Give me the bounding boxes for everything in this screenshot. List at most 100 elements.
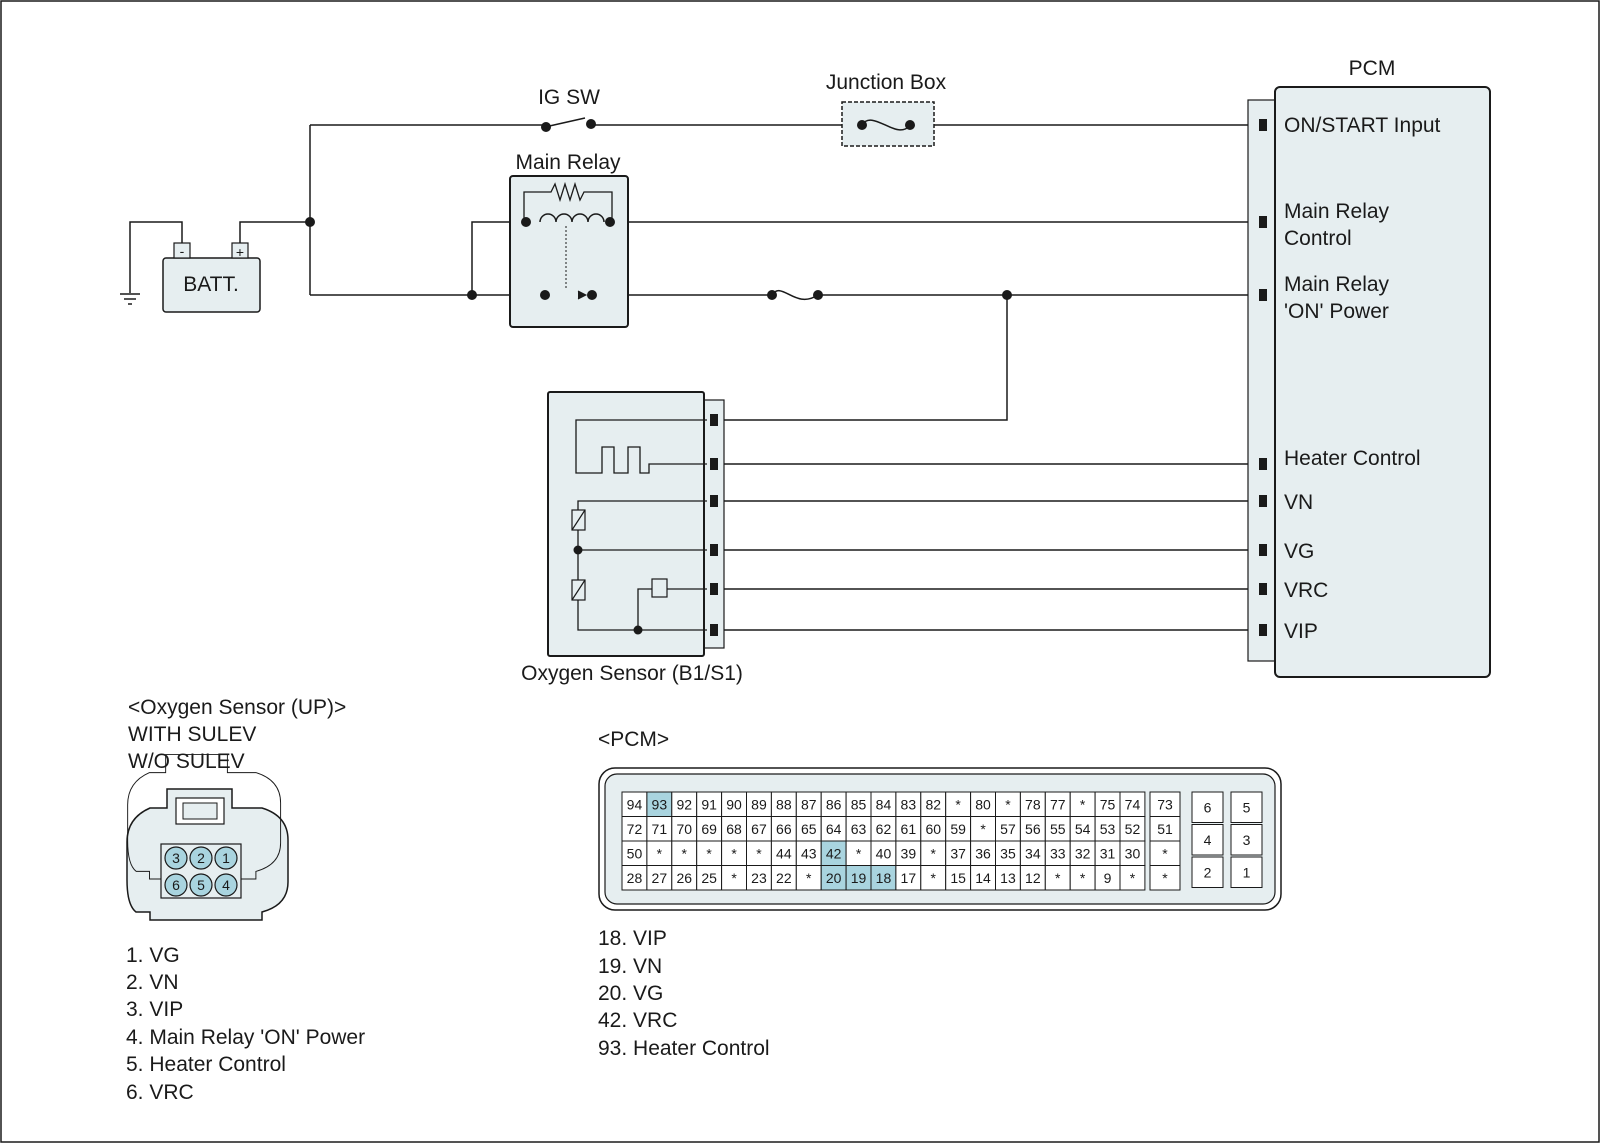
junction-box: Junction Box [826, 71, 947, 147]
pcm-connector-legend: 18. VIP 19. VN 20. VG 42. VRC 93. Heater… [598, 927, 770, 1060]
o2-vrc-internal [637, 588, 652, 630]
relay-resistor-icon [523, 181, 613, 222]
pcm-cell-label-r0-c16: 78 [1025, 796, 1041, 812]
pcm-cell-label-r2-c18: 32 [1075, 845, 1091, 861]
pcm-cell-label-r1-c5: 67 [751, 821, 767, 837]
o2-pin-3 [164, 846, 188, 870]
pcm-cell-label-r0-c1: 93 [652, 796, 668, 812]
o2-legend-4: 4. Main Relay 'ON' Power [126, 1026, 365, 1049]
pcm-cell-label-r0-c8: 86 [826, 796, 842, 812]
pcm-title: PCM [1349, 57, 1396, 80]
pcm-cell-label-r2-c9: * [856, 845, 862, 861]
pcm-pin-vg: VG [1284, 540, 1314, 563]
o2-pin-6 [164, 873, 188, 897]
o2-pin-label-6: 6 [172, 877, 180, 893]
oxygen-sensor: Oxygen Sensor (B1/S1) [521, 391, 743, 685]
battery-plus-wire [239, 221, 310, 250]
pcm-cell-r3-c9 [845, 865, 872, 891]
pcm-cell-label-r1-c15: 57 [1000, 821, 1016, 837]
o2-connector-title-3: W/O SULEV [128, 750, 245, 773]
pcm-cell-r1-c3 [696, 816, 723, 842]
relay-contact-arrow [577, 290, 588, 300]
pcm-block-label-4: 4 [1204, 832, 1212, 848]
pcm-cell-r1-c1 [646, 816, 673, 842]
pcm-cell-label-r0-c15: * [1005, 796, 1011, 812]
pcm-cell-r0-c12 [920, 791, 947, 817]
pcm-cell-label-r3-c11: 17 [901, 870, 917, 886]
ig-sw-blade [544, 117, 586, 128]
battery-minus-label: - [180, 243, 185, 259]
pcm-cell-label-r0-c17: 77 [1050, 796, 1066, 812]
pcm-cell-label-r1-c6: 66 [776, 821, 792, 837]
oxygen-sensor-label: Oxygen Sensor (B1/S1) [521, 662, 743, 685]
pcm-cell-r0-c19 [1094, 791, 1121, 817]
pcm-cell-label-r2-c13: 37 [950, 845, 966, 861]
pcm-cell-label-r2-c5: * [756, 845, 762, 861]
pcm-cell-label-r3-c0: 28 [627, 870, 643, 886]
pcm-block-label-2: 2 [1204, 864, 1212, 880]
o2-pin-2 [189, 846, 213, 870]
relay-coil-icon [539, 213, 605, 223]
o2-connector-title-1: <Oxygen Sensor (UP)> [128, 696, 346, 719]
pcm-pin-on-start: ON/START Input [1284, 114, 1441, 137]
pcm-cell-r2-c11 [895, 840, 922, 866]
pcm-cell-r2-c9 [845, 840, 872, 866]
pcm-cell-label-r3-c5: 23 [751, 870, 767, 886]
pcm-cell-label-r0-c18: * [1080, 796, 1086, 812]
pcm-cell-r1-c19 [1094, 816, 1121, 842]
pcm-cell-r1-c6 [770, 816, 797, 842]
pcm-cell-r1-c13 [945, 816, 972, 842]
pcm-cell-label-r3-c2: 26 [676, 870, 692, 886]
pcm-side-label-3: * [1162, 870, 1168, 886]
pcm-cell-label-r2-c16: 34 [1025, 845, 1041, 861]
pcm-connector-title: <PCM> [598, 728, 669, 751]
pcm-pin-terminals [1259, 119, 1267, 636]
pcm-module: PCM ON/START Input Main Relay Control Ma… [1247, 57, 1491, 678]
o2-pin-label-1: 1 [222, 850, 230, 866]
pcm-pin-vrc: VRC [1284, 579, 1328, 602]
pcm-cell-label-r1-c14: * [980, 821, 986, 837]
o2-legend-6: 6. VRC [126, 1081, 194, 1104]
pcm-cell-label-r1-c4: 68 [726, 821, 742, 837]
pcm-cell-r0-c10 [870, 791, 897, 817]
pcm-cell-label-r0-c3: 91 [701, 796, 717, 812]
pcm-cell-label-r3-c3: 25 [701, 870, 717, 886]
pcm-cell-label-r2-c14: 36 [975, 845, 991, 861]
o2-legend-5: 5. Heater Control [126, 1053, 286, 1076]
pcm-cell-label-r0-c2: 92 [676, 796, 692, 812]
o2-cell-wire-bottom [577, 600, 707, 631]
pcm-cell-r1-c9 [845, 816, 872, 842]
pcm-pin-relay-control-2: Control [1284, 227, 1352, 250]
pcm-cell-label-r3-c13: 15 [950, 870, 966, 886]
pcm-cell-r1-c20 [1119, 816, 1146, 842]
pcm-cell-label-r3-c14: 14 [975, 870, 991, 886]
pcm-cell-label-r0-c13: * [955, 796, 961, 812]
pcm-cell-r3-c6 [770, 865, 797, 891]
pcm-cell-r3-c0 [621, 865, 648, 891]
pcm-cell-r3-c10 [870, 865, 897, 891]
pcm-cell-label-r0-c19: 75 [1100, 796, 1116, 812]
pcm-cell-label-r0-c4: 90 [726, 796, 742, 812]
pcm-block-cell-1 [1230, 856, 1263, 888]
pcm-cell-label-r0-c12: 82 [925, 796, 941, 812]
junction-fuse-icon [861, 119, 911, 131]
pcm-cell-label-r0-c10: 84 [876, 796, 892, 812]
o2-pin-5 [189, 873, 213, 897]
ground-icon [120, 293, 140, 305]
pcm-cell-label-r2-c3: * [706, 845, 712, 861]
pcm-cell-label-r2-c10: 40 [876, 845, 892, 861]
pcm-cell-label-r3-c17: * [1055, 870, 1061, 886]
o2-pin-label-2: 2 [197, 850, 205, 866]
pcm-block-label-5: 5 [1243, 799, 1251, 815]
pcm-cell-label-r0-c20: 74 [1125, 796, 1141, 812]
pcm-cell-label-r1-c7: 65 [801, 821, 817, 837]
pcm-cell-label-r0-c5: 89 [751, 796, 767, 812]
pcm-cell-label-r1-c0: 72 [627, 821, 643, 837]
pcm-cell-r0-c6 [770, 791, 797, 817]
pcm-cell-r0-c17 [1044, 791, 1071, 817]
pcm-cell-label-r3-c18: * [1080, 870, 1086, 886]
pcm-cell-label-r2-c1: * [657, 845, 663, 861]
pcm-cell-label-r1-c19: 53 [1100, 821, 1116, 837]
pcm-block-cell-2 [1191, 856, 1224, 888]
